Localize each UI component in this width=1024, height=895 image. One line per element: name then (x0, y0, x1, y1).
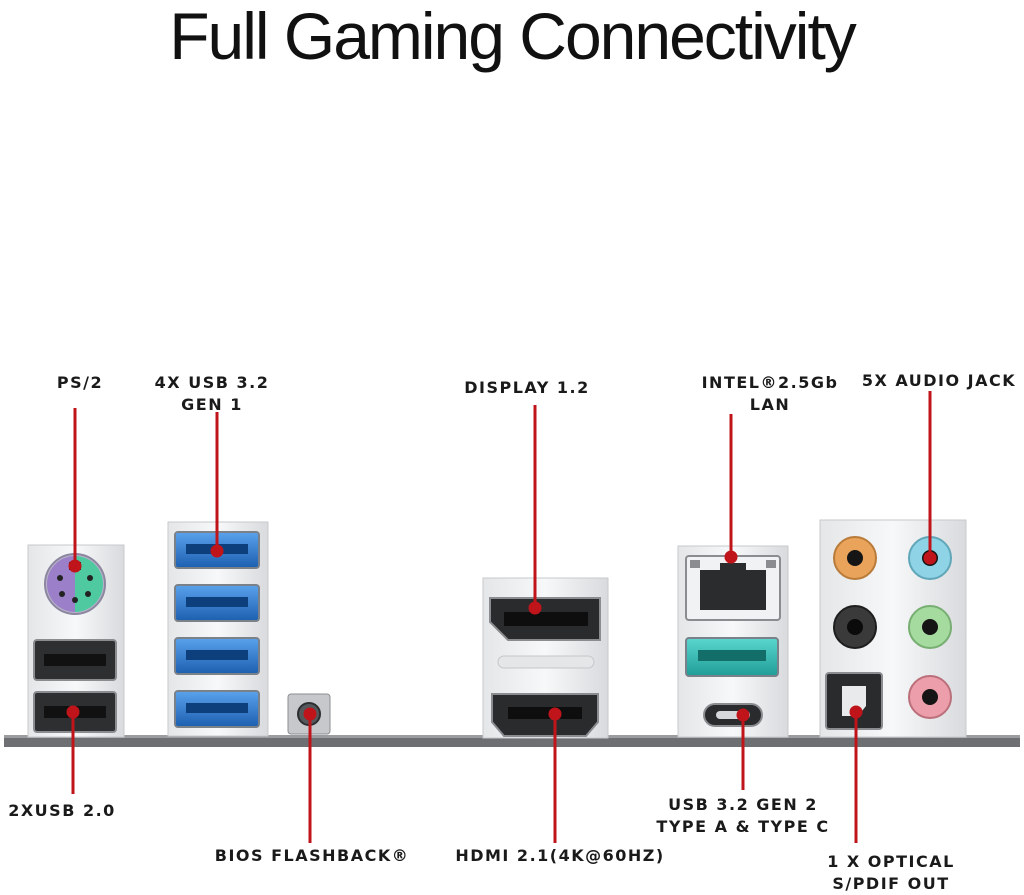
label-usb32-gen1: 4X USB 3.2 GEN 1 (155, 372, 270, 416)
label-optical-line1: 1 X OPTICAL (827, 852, 955, 871)
ps2-usb2-stack (27, 544, 125, 738)
display-hdmi-stack (482, 577, 609, 739)
label-optical: 1 X OPTICAL S/PDIF OUT (827, 851, 955, 895)
label-usb20: 2XUSB 2.0 (8, 801, 116, 820)
label-audio: 5X AUDIO JACK (861, 371, 1017, 390)
audio-stack (819, 519, 967, 738)
label-usb32-gen1-line2: GEN 1 (181, 395, 243, 414)
lan-usb-gen2-stack (677, 545, 789, 738)
label-usb32-gen2-line2: TYPE A & TYPE C (656, 817, 830, 836)
label-ps2: PS/2 (56, 373, 104, 392)
label-lan-line2: LAN (749, 395, 791, 414)
label-hdmi: HDMI 2.1(4K@60HZ) (455, 846, 665, 865)
label-lan: INTEL®2.5Gb LAN (702, 372, 839, 416)
label-display: DISPLAY 1.2 (464, 378, 590, 397)
label-bios: BIOS FLASHBACK® (214, 846, 410, 865)
label-optical-line2: S/PDIF OUT (832, 874, 950, 893)
label-usb32-gen2-line1: USB 3.2 GEN 2 (668, 795, 818, 814)
callout-lines (66, 391, 937, 843)
label-lan-line1: INTEL®2.5Gb (701, 373, 839, 392)
label-usb32-gen2: USB 3.2 GEN 2 TYPE A & TYPE C (656, 794, 829, 838)
page-title: Full Gaming Connectivity (169, 0, 857, 73)
label-usb32-gen1-line1: 4X USB 3.2 (154, 373, 270, 392)
